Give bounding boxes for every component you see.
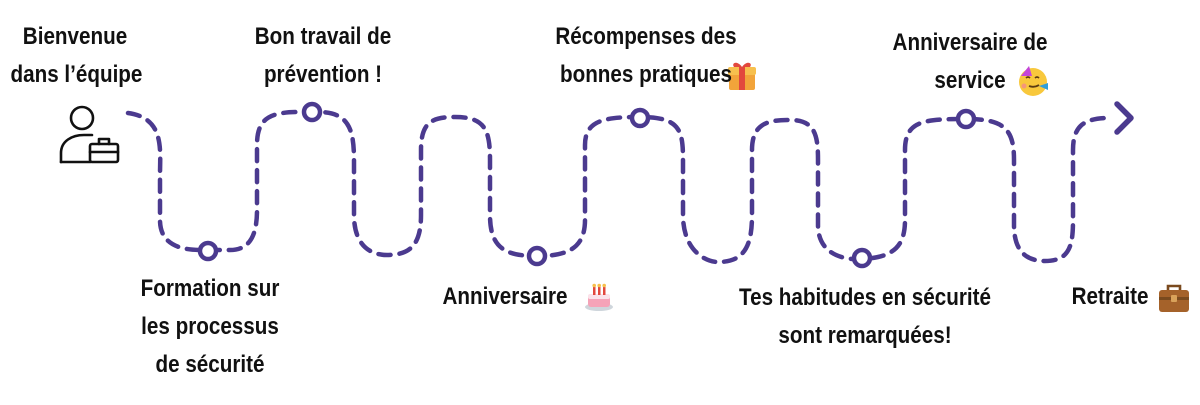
milestone-label-retirement: Retraite <box>1054 278 1166 316</box>
start-label-line: Bienvenue <box>22 23 128 50</box>
milestone-label-service-anniversary: Anniversaire de service <box>875 24 1064 100</box>
milestone-label-line: Récompenses des <box>555 23 737 50</box>
milestone-label-line: de sécurité <box>155 351 265 378</box>
milestone-label-line: les processus <box>141 313 279 340</box>
milestone-marker <box>851 247 873 269</box>
milestone-label-line: sont remarquées! <box>778 322 952 349</box>
milestone-marker <box>526 245 548 267</box>
milestone-marker <box>301 101 323 123</box>
gift-icon <box>728 62 756 90</box>
milestone-label-good-work: Bon travail de prévention ! <box>228 18 417 94</box>
arrow-right-icon <box>1114 101 1134 135</box>
milestone-label-line: Retraite <box>1071 283 1149 310</box>
milestone-label-training: Formation sur les processus de sécurité <box>124 270 296 384</box>
milestone-label-line: Tes habitudes en sécurité <box>739 284 991 311</box>
winding-dashed-path <box>125 109 1113 265</box>
start-label-line: dans l’équipe <box>10 61 143 88</box>
briefcase-icon <box>1159 284 1189 312</box>
milestone-marker <box>955 108 977 130</box>
milestone-label-rewards: Récompenses des bonnes pratiques <box>534 18 758 94</box>
milestone-label-safety-habits: Tes habitudes en sécurité sont remarquée… <box>719 279 1011 355</box>
milestone-label-line: prévention ! <box>263 61 383 88</box>
milestone-marker <box>629 107 651 129</box>
milestone-label-birthday: Anniversaire <box>432 278 578 316</box>
person-with-briefcase-icon <box>59 105 120 164</box>
milestone-label-line: Anniversaire <box>442 283 568 310</box>
birthday-cake-icon <box>585 283 613 311</box>
milestone-label-line: Bon travail de <box>254 23 392 50</box>
milestone-label-line: Anniversaire de <box>892 29 1048 56</box>
milestone-label-line: service <box>934 67 1006 94</box>
start-label: Bienvenue dans l’équipe <box>10 18 143 94</box>
party-face-icon <box>1019 66 1048 96</box>
milestone-marker <box>197 240 219 262</box>
milestone-label-line: Formation sur <box>140 275 280 302</box>
milestone-label-line: bonnes pratiques <box>559 61 733 88</box>
